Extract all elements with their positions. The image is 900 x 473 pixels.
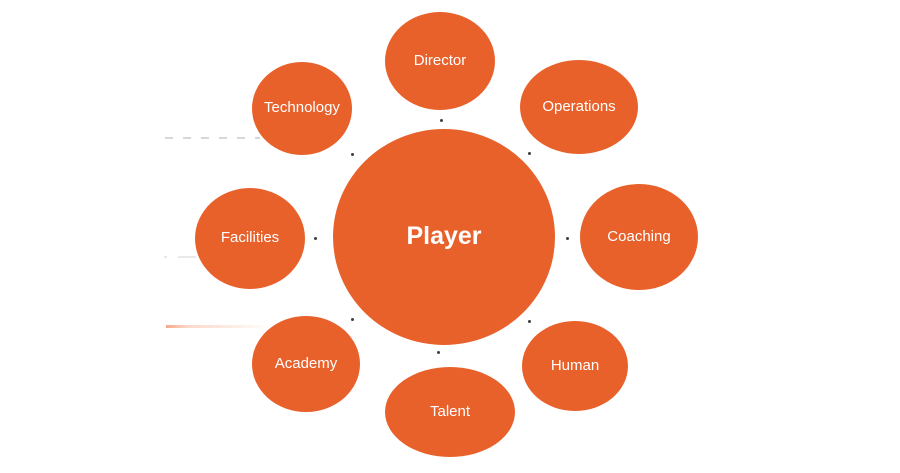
node-label: Technology <box>264 99 340 117</box>
node-coaching: Coaching <box>580 184 698 290</box>
node-label: Human <box>550 356 600 374</box>
node-academy: Academy <box>252 316 360 412</box>
connector-dot-academy <box>351 318 354 321</box>
salmon-line-bottom-left <box>166 325 271 328</box>
center-node-player: Player <box>333 129 555 345</box>
node-label: Director <box>413 51 467 69</box>
connector-dot-director <box>440 119 443 122</box>
node-label: Operations <box>542 97 616 115</box>
node-operations: Operations <box>520 60 638 154</box>
node-label: Talent <box>429 402 471 420</box>
center-node-label: Player <box>406 222 482 251</box>
connector-dot-coaching <box>566 237 569 240</box>
connector-dot-talent <box>437 351 440 354</box>
connector-dot-human <box>528 320 531 323</box>
node-label: Academy <box>274 354 338 372</box>
connector-dot-facilities <box>314 237 317 240</box>
node-label: Facilities <box>220 229 280 247</box>
node-label: Coaching <box>607 227 671 245</box>
dashed-line-top-left <box>165 137 260 139</box>
node-talent: Talent <box>385 367 515 457</box>
node-technology: Technology <box>252 62 352 155</box>
connector-dot-operations <box>528 152 531 155</box>
connector-dot-technology <box>351 153 354 156</box>
node-director: Director <box>385 12 495 110</box>
node-human: Human <box>522 321 628 411</box>
node-facilities: Facilities <box>195 188 305 289</box>
dashed-line-mid-left <box>164 256 196 258</box>
